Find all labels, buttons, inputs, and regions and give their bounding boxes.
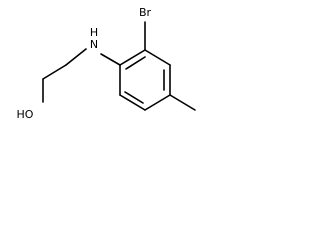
chemical-structure-diagram: Br N H HO [17,6,196,121]
atom-label-hydroxyl: HO [17,108,34,121]
ring-double-bond-inner-3 [124,91,144,104]
bond-nitrogen-ch2 [65,48,87,66]
ring-bond-c2-c3 [144,49,171,66]
ring-bond-c1-c2 [119,49,146,66]
bond-ring-nitrogen [100,53,121,66]
atom-label-hydrogen: H [90,26,98,39]
ring-bond-c5-c6 [119,94,146,111]
bond-ch2-ch2 [42,64,67,80]
bond-ring-methyl [169,94,196,111]
ring-double-bond-inner-1 [125,56,146,70]
atom-label-bromine: Br [139,6,152,19]
ring-bond-c4-c5 [144,94,171,111]
atom-label-nitrogen: N [90,38,98,51]
